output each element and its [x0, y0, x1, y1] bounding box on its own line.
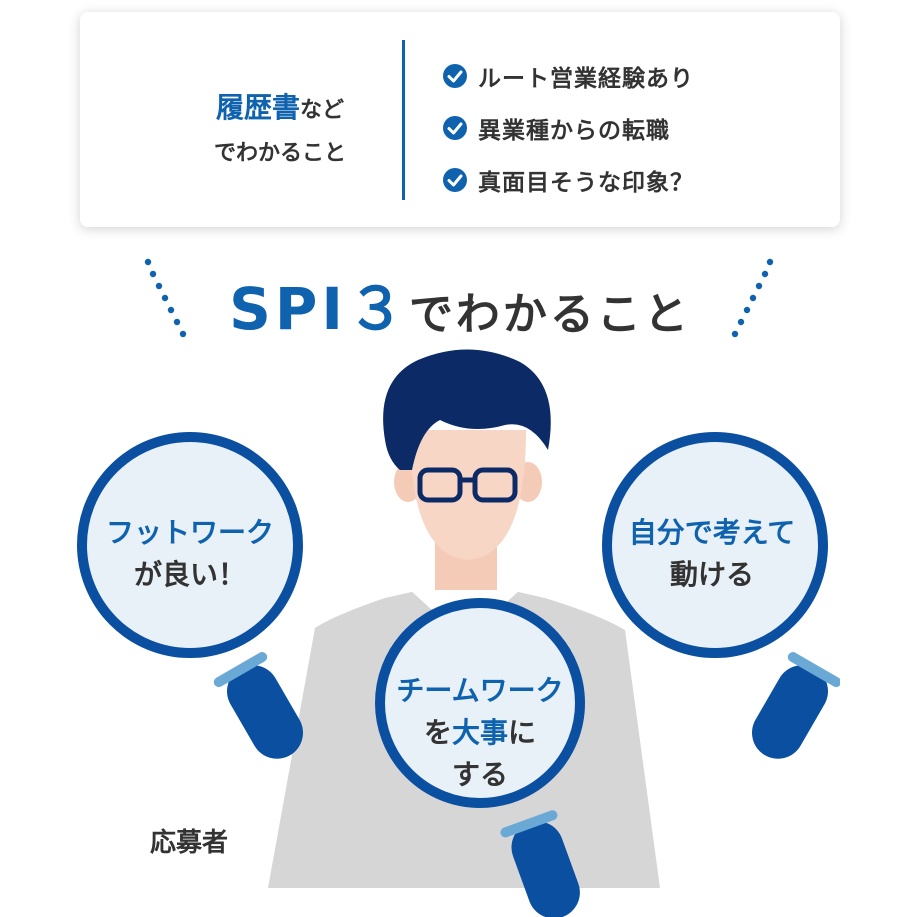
left-dots-decoration [144, 258, 187, 338]
bubble-center-line2-pre: を [423, 716, 452, 749]
bubble-left-text: フットワーク が良い！ [80, 512, 300, 596]
divider [402, 40, 405, 200]
checklist-label: 異業種からの転職 [478, 118, 670, 144]
list-item: 異業種からの転職 [442, 102, 694, 154]
section-heading: SPI３でわかること [0, 262, 920, 346]
applicant-label: 応募者 [150, 828, 229, 858]
resume-title-suffix: など [300, 98, 345, 123]
bubble-left-line2: が良い！ [133, 558, 246, 591]
bubble-center-line2: を大事に [370, 712, 590, 754]
magnifier-icon [375, 598, 585, 917]
right-dots-decoration [731, 258, 774, 338]
checklist-label: 真面目そうな印象？ [478, 170, 694, 196]
magnifier-icon [77, 432, 303, 759]
checklist-label: ルート営業経験あり [478, 66, 694, 92]
bubble-right-line1: 自分で考えて [628, 516, 796, 549]
heading-spi: SPI３ [229, 275, 409, 343]
list-item: 真面目そうな印象？ [442, 154, 694, 206]
resume-title: 履歴書など でわかること [180, 84, 380, 178]
bubble-right-text: 自分で考えて 動ける [602, 512, 822, 596]
resume-title-lead: 履歴書 [215, 91, 300, 124]
check-icon [443, 64, 467, 88]
resume-checklist: ルート営業経験あり 異業種からの転職 真面目そうな印象？ [442, 50, 694, 206]
check-icon [443, 116, 467, 140]
resume-title-line2: でわかること [213, 141, 346, 166]
bubble-center-text: チームワーク を大事に する [370, 670, 590, 796]
bubble-right-line2: 動ける [669, 558, 754, 591]
bubble-center-line2-blue: 大事 [451, 716, 508, 749]
bubble-left-line1: フットワーク [105, 516, 274, 549]
bubble-center-line2-post: に [508, 716, 537, 749]
heading-rest: でわかること [408, 289, 691, 340]
bubble-center-line1: チームワーク [396, 674, 564, 707]
check-icon [443, 168, 467, 192]
bubble-center-line3: する [451, 758, 508, 791]
list-item: ルート営業経験あり [442, 50, 694, 102]
resume-card: 履歴書など でわかること ルート営業経験あり 異業種からの転職 真面目そうな印象… [80, 12, 840, 227]
magnifier-icon [602, 432, 840, 759]
